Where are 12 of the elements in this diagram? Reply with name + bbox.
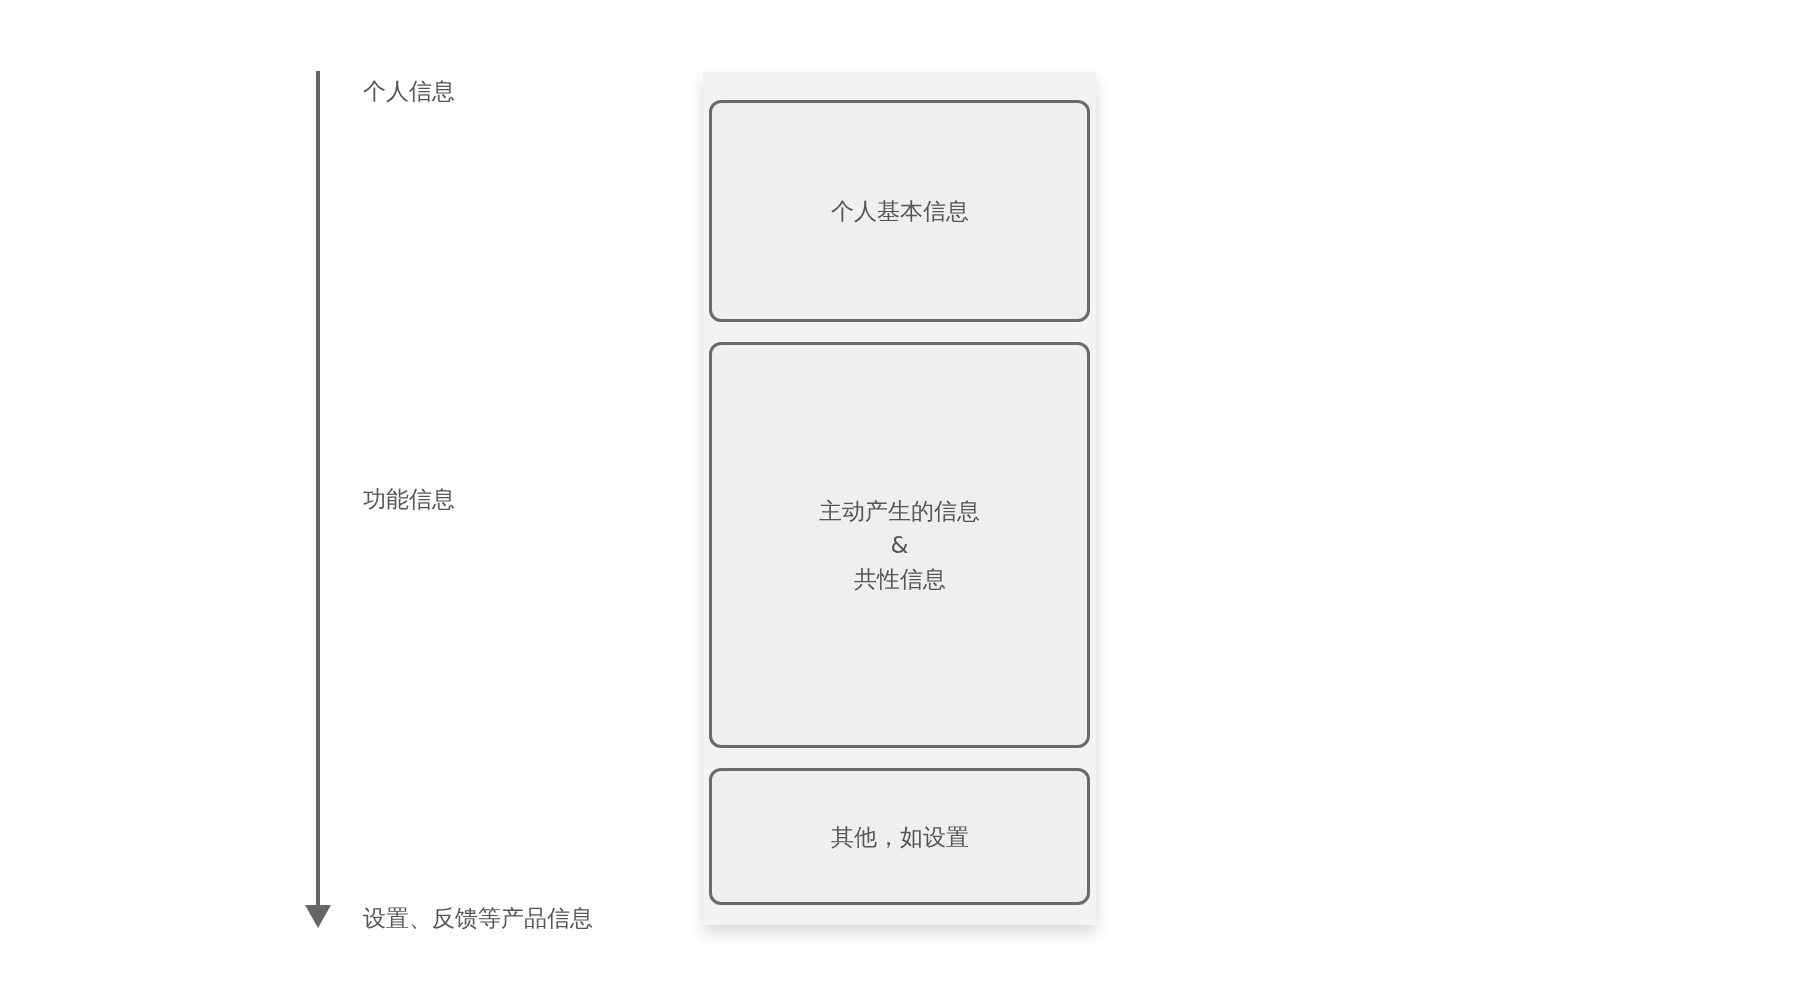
content-box — [709, 768, 1090, 905]
box-text: 共性信息 — [853, 565, 946, 594]
box-text: 个人基本信息 — [830, 197, 969, 226]
box-text: 其他，如设置 — [830, 822, 969, 852]
axis-label: 设置、反馈等产品信息 — [363, 904, 593, 933]
axis-label: 功能信息 — [363, 485, 455, 514]
content-box — [709, 100, 1090, 322]
axis-label: 个人信息 — [363, 77, 455, 106]
content-box — [709, 342, 1090, 748]
box-text: & — [890, 531, 909, 560]
phone-panel — [703, 72, 1096, 925]
box-text: 主动产生的信息 — [819, 497, 980, 526]
